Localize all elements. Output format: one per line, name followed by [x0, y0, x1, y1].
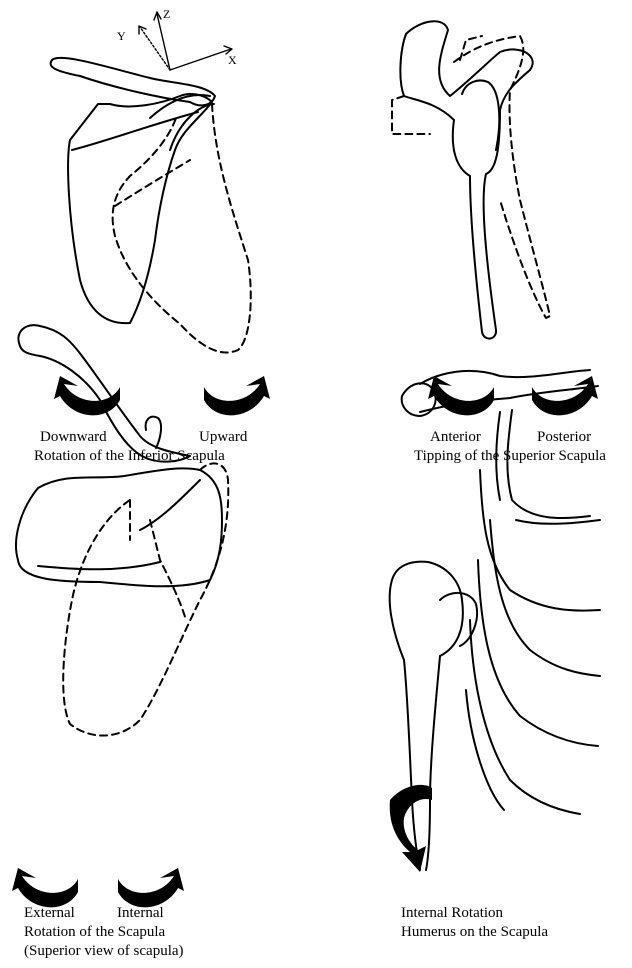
rotation-arrow-humerus	[390, 785, 432, 872]
anterior-label: Anterior	[430, 428, 481, 447]
humerus-rotation-line2: Humerus on the Scapula	[401, 923, 548, 942]
scapula-rotation-subcaption: (Superior view of scapula)	[24, 942, 184, 961]
superior-tipping-caption: Tipping of the Superior Scapula	[414, 447, 606, 466]
coordinate-axes	[139, 12, 232, 70]
axis-z-label: Z	[163, 7, 170, 21]
rib-4	[490, 520, 600, 676]
posterior-label: Posterior	[537, 428, 591, 447]
scapula-superior-dashed	[63, 463, 228, 735]
scapula-rotation-caption: Rotation of the Scapula	[24, 923, 165, 942]
internal-rotation-arrow-icon	[118, 868, 184, 907]
upward-label: Upward	[199, 428, 247, 447]
panel-scapula-rotation	[16, 325, 228, 735]
humeral-head	[390, 562, 463, 660]
panel-inferior-rotation	[51, 12, 251, 352]
scapula-lateral-solid	[400, 21, 532, 338]
rib-5	[478, 560, 598, 746]
axis-labels: Z X Y	[117, 7, 237, 67]
rotation-arrows-scapula	[12, 868, 184, 907]
posterior-tipping-arrow-icon	[532, 376, 598, 415]
inferior-rotation-caption: Rotation of the Inferior Scapula	[34, 447, 225, 466]
axis-y-label: Y	[117, 29, 126, 43]
acromion-front	[402, 383, 436, 416]
rib-6	[470, 620, 580, 814]
humerus-rotation-line1: Internal Rotation	[401, 904, 503, 923]
panel-superior-tipping	[392, 21, 550, 338]
internal-label: Internal	[117, 904, 164, 923]
axis-x-label: X	[228, 53, 237, 67]
external-rotation-arrow-icon	[12, 868, 78, 907]
external-label: External	[24, 904, 75, 923]
internal-rotation-humerus-arrow-icon	[390, 785, 432, 872]
anterior-tipping-arrow-icon	[428, 376, 494, 415]
rotation-arrows-superior	[428, 376, 598, 415]
rib-8	[516, 520, 600, 524]
upward-rotation-arrow-icon	[204, 376, 270, 415]
humerus-shaft	[404, 656, 440, 870]
clavicle-outline	[51, 58, 215, 106]
rib-7	[466, 690, 504, 810]
downward-label: Downward	[40, 428, 107, 447]
